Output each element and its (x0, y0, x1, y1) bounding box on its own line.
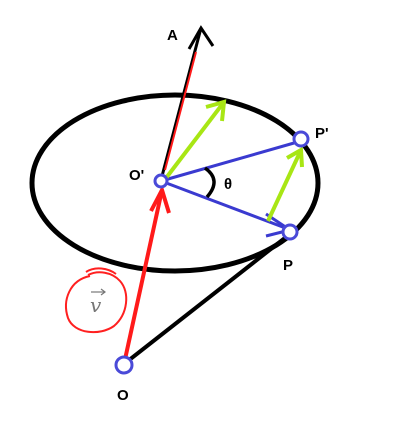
label-O-prime: O' (129, 167, 144, 184)
arrowhead-O'-red (149, 184, 171, 214)
axis-vector-O-O' (122, 189, 164, 365)
label-P: P (283, 257, 293, 274)
label-theta: θ (224, 176, 232, 193)
velocity-vector-O' (161, 100, 226, 184)
axis-red-overlay (164, 51, 197, 171)
segment-O-P (122, 232, 292, 366)
point-P (281, 223, 299, 241)
annotation-circle (65, 267, 128, 334)
point-O' (153, 173, 169, 189)
label-A: A (167, 27, 178, 44)
arrowhead-velocity-P (286, 146, 304, 168)
radius-O'-P (160, 179, 289, 231)
label-O: O (117, 387, 129, 404)
radius-O'-P' (160, 139, 302, 183)
point-P' (292, 130, 310, 148)
arrowhead-velocity-O' (205, 99, 227, 122)
vector-v-arrow (91, 288, 106, 296)
theta-arc (203, 166, 216, 199)
arrowhead-A (187, 25, 215, 50)
label-P-prime: P' (315, 125, 329, 142)
vector-v-label: v (90, 293, 102, 317)
rotation-circle (29, 92, 321, 274)
axis-O'-A (159, 27, 203, 181)
point-O (114, 355, 134, 375)
velocity-vector-P (266, 149, 303, 222)
